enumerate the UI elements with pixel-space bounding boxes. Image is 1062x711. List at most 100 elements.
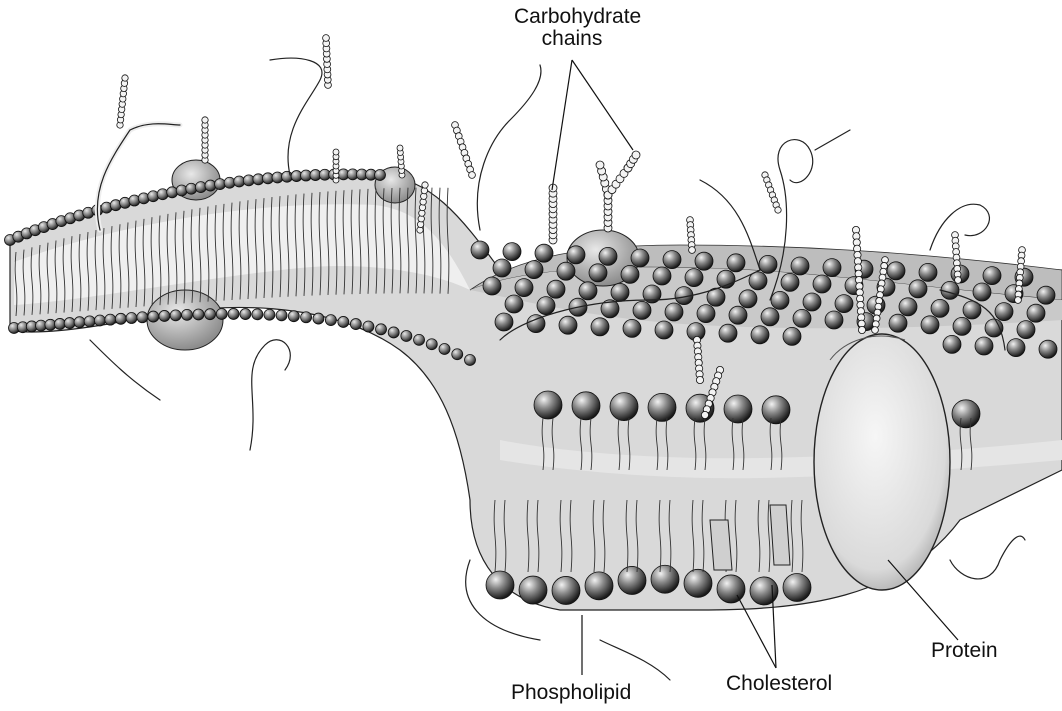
phospholipid-head [729,306,747,324]
sugar-bead [872,327,879,334]
phospholipid-head [193,309,204,320]
phospholipid-head [105,314,116,325]
phospholipid-head [157,189,168,200]
phospholipid-head [724,395,752,423]
phospholipid-head [534,391,562,419]
carbohydrate-chains-label: Carbohydrate chains [514,6,630,50]
phospholipid-head [591,318,609,336]
phospholipid-head [761,308,779,326]
phospholipid-head [148,311,159,322]
sugar-bead [422,182,428,188]
phospholipid-head [148,191,159,202]
phospholipid-head [519,576,547,604]
phospholipid-head [205,309,216,320]
phospholipid-head [623,319,641,337]
phospholipid-head [835,295,853,313]
phospholipid-head [195,182,206,193]
phospholipid-head [525,261,543,279]
phospholipid-head [325,315,336,326]
phospholipid-head [486,571,514,599]
phospholipid-head [567,246,585,264]
phospholipid-head [719,324,737,342]
sugar-bead [397,145,403,151]
phospholipid-head [579,282,597,300]
phospholipid-head [599,247,617,265]
phospholipid-head [176,185,187,196]
phospholipid-head [64,318,75,329]
phospholipid-head [791,257,809,275]
phospholipid-head [983,267,1001,285]
phospholipid-head [1037,286,1055,304]
phospholipid-head [471,241,489,259]
phospholipid-head [228,308,239,319]
phospholipid-head [631,249,649,267]
phospholipid-head [363,321,374,332]
phospholipid-head [159,310,170,321]
phospholipid-head [919,263,937,281]
phospholipid-head [803,293,821,311]
phospholipid-head [751,326,769,344]
phospholipid-head [401,330,412,341]
phospholipid-head [648,393,676,421]
phospholipid-head [375,170,386,181]
phospholipid-head [84,316,95,327]
phospholipid-head [465,355,476,366]
phospholipid-head [973,283,991,301]
phospholipid-head [985,319,1003,337]
phospholipid-head [952,400,980,428]
carb-leader-left [552,60,572,190]
phospholipid-head [1039,340,1057,358]
phospholipid-head [137,312,148,323]
phospholipid-head [301,312,312,323]
phospholipid-head [388,327,399,338]
phospholipid-head [921,316,939,334]
phospholipid-head [288,311,299,322]
phospholipid-head [264,309,275,320]
phospholipid-head [783,327,801,345]
phospholipid-head [762,396,790,424]
phospholipid-head [750,577,778,605]
carbohydrate-label-line2: chains [514,28,630,50]
phospholipid-head [572,392,600,420]
sugar-bead [696,376,703,383]
phospholipid-head [376,324,387,335]
phospholipid-head [452,349,463,360]
phospholipid-head [684,569,712,597]
protein-label: Protein [931,640,998,662]
transmembrane-protein [814,334,950,590]
phospholipid-head [94,315,105,326]
phospholipid-head [240,309,251,320]
phospholipid-head [909,280,927,298]
sugar-bead [596,161,604,169]
sugar-bead [333,149,339,155]
sugar-bead [955,277,962,284]
phospholipid-head [651,565,679,593]
phospholipid-head [503,243,521,261]
phospholipid-head [781,273,799,291]
phospholipid-head [547,280,565,298]
phospholipid-head [589,264,607,282]
phospholipid-head [665,303,683,321]
phospholipid-head [54,318,65,329]
phospholipid-head [931,299,949,317]
phospholipid-head [610,393,638,421]
phospholipid-head [167,187,178,198]
phospholipid-head [495,313,513,331]
phospholipid-head [535,244,553,262]
sugar-bead [689,247,696,254]
phospholipid-head [1007,339,1025,357]
phospholipid-head [1017,321,1035,339]
phospholipid-head [621,265,639,283]
phospholipid-head [338,316,349,327]
phospholipid-head [943,335,961,353]
phospholipid-head [74,317,85,328]
phospholipid-head [559,316,577,334]
phospholipid-head [170,310,181,321]
phospholipid-head [216,309,227,320]
phospholipid-head [823,259,841,277]
phospholipid-head [552,576,580,604]
phospholipid-head [759,255,777,273]
phospholipid-head [439,344,450,355]
sugar-bead [1015,297,1022,304]
